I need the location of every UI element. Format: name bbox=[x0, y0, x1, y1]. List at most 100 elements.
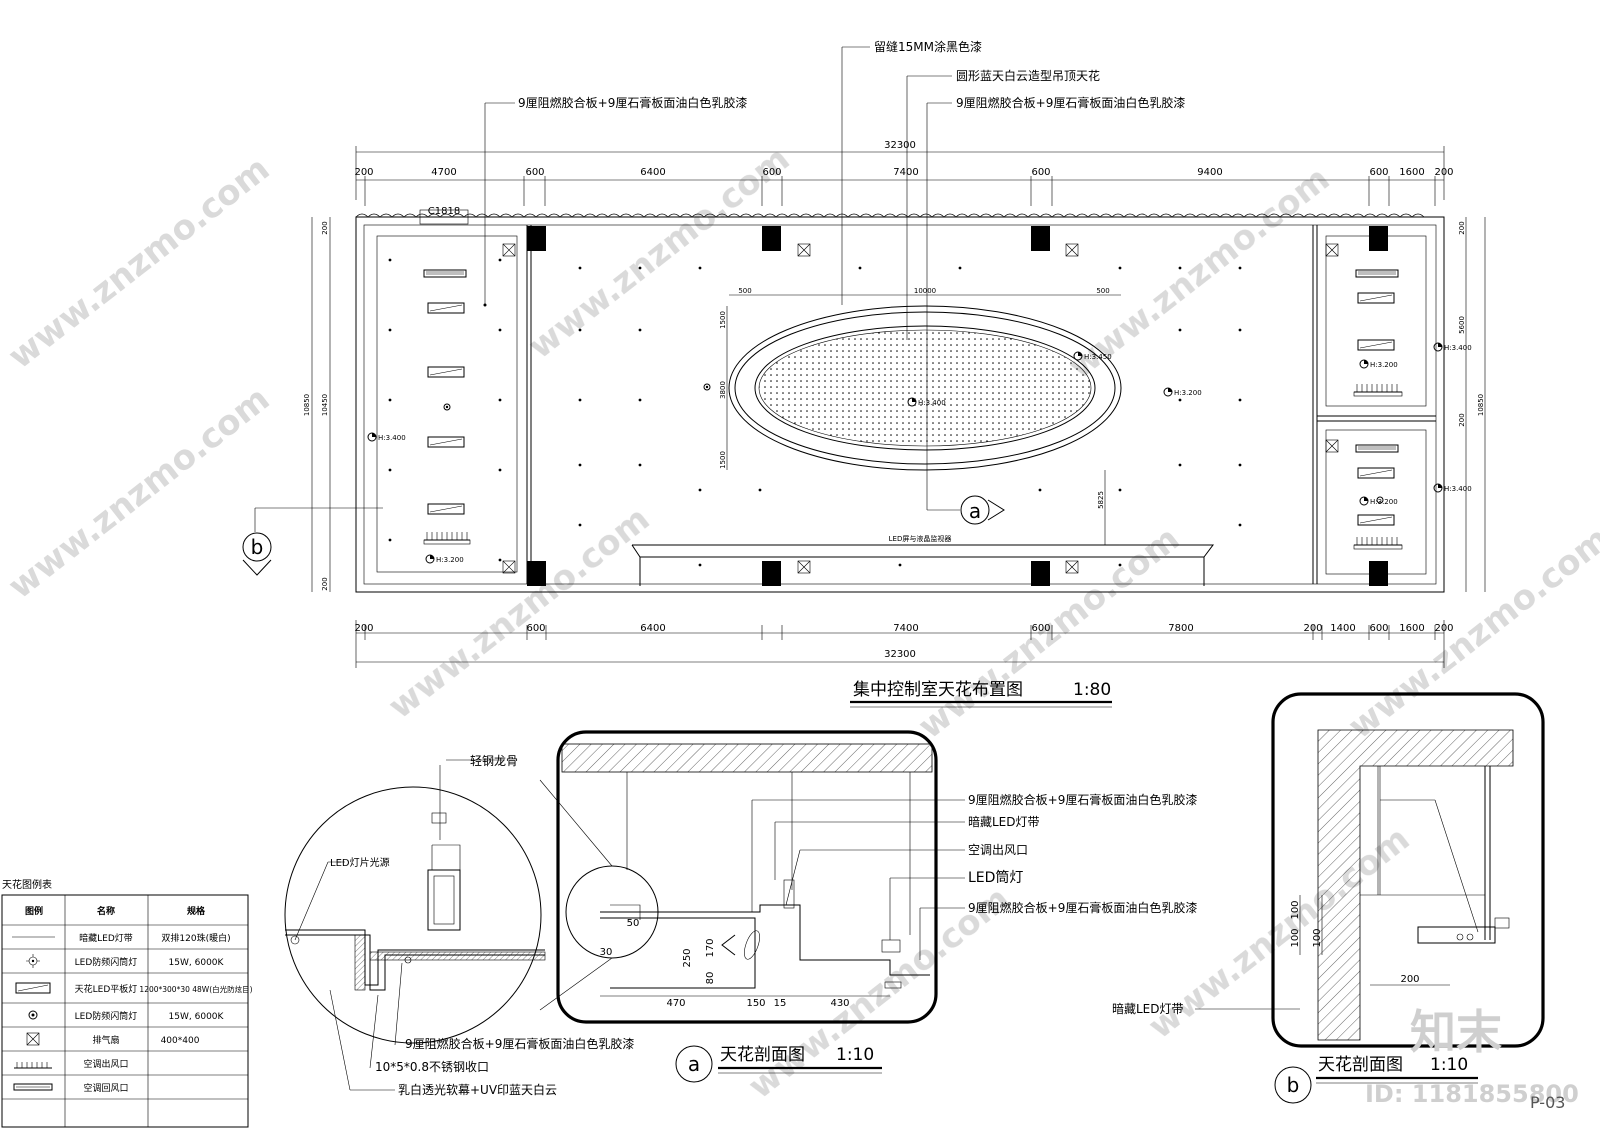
section-marker-b: b bbox=[242, 507, 383, 576]
section-marker-a: a bbox=[927, 495, 1005, 525]
ellipse-dim: 1500 bbox=[719, 311, 727, 329]
detail-label-led: LED灯片光源 bbox=[330, 856, 390, 869]
svg-text:空调出风口: 空调出风口 bbox=[968, 843, 1028, 857]
svg-text:暗藏LED灯带: 暗藏LED灯带 bbox=[968, 814, 1040, 829]
detail-label-board: 9厘阻燃胶合板+9厘石膏板面油白色乳胶漆 bbox=[405, 1036, 634, 1051]
svg-text:H:3.200: H:3.200 bbox=[1174, 389, 1202, 397]
svg-text:6400: 6400 bbox=[640, 623, 665, 634]
svg-text:50: 50 bbox=[627, 918, 640, 929]
callout-gap-paint: 留缝15MM涂黑色漆 bbox=[874, 39, 982, 54]
section-a-bubble: a bbox=[688, 1052, 700, 1076]
svg-text:5600: 5600 bbox=[1458, 316, 1466, 334]
svg-text:200: 200 bbox=[1458, 413, 1466, 426]
legend-name: 空调出风口 bbox=[83, 1058, 128, 1070]
ellipse-dim: 500 bbox=[738, 287, 751, 295]
callout-board-left: 9厘阻燃胶合板+9厘石膏板面油白色乳胶漆 bbox=[518, 95, 747, 110]
detail-label-trim: 10*5*0.8不锈钢收口 bbox=[375, 1060, 489, 1074]
svg-text:470: 470 bbox=[666, 998, 685, 1009]
column bbox=[1369, 226, 1388, 251]
svg-text:7800: 7800 bbox=[1168, 623, 1193, 634]
exhaust-fan-icon bbox=[26, 1032, 40, 1046]
dim-top: 200 bbox=[354, 167, 373, 178]
plan-title: 集中控制室天花布置图 bbox=[853, 680, 1023, 700]
svg-text:H:3.400: H:3.400 bbox=[1444, 485, 1472, 493]
svg-text:b: b bbox=[251, 535, 264, 559]
total-width-bottom: 32300 bbox=[884, 649, 916, 660]
svg-text:100: 100 bbox=[1290, 928, 1301, 947]
ellipse-dim: 5825 bbox=[1097, 491, 1105, 509]
return-vent-icon bbox=[13, 1083, 53, 1091]
ceiling-plan: 32300 200 4700 600 6400 600 7400 600 940… bbox=[242, 39, 1486, 708]
legend-title: 天花图例表 bbox=[2, 878, 52, 891]
column bbox=[527, 561, 546, 586]
ellipse-dim: 1500 bbox=[719, 451, 727, 469]
downlight-icon bbox=[26, 954, 40, 968]
legend-name: 排气扇 bbox=[92, 1034, 119, 1046]
callout-sky-ceiling: 圆形蓝天白云造型吊顶天花 bbox=[956, 68, 1100, 83]
section-b-scale: 1:10 bbox=[1430, 1055, 1468, 1075]
svg-text:10450: 10450 bbox=[321, 394, 329, 416]
svg-text:80: 80 bbox=[705, 972, 716, 985]
svg-text:100: 100 bbox=[1312, 928, 1323, 947]
legend-name: 天花LED平板灯 bbox=[75, 983, 138, 995]
detail-label-fabric: 乳白透光软幕+UV印蓝天白云 bbox=[398, 1082, 557, 1097]
dim-top: 7400 bbox=[893, 167, 918, 178]
svg-text:LED筒灯: LED筒灯 bbox=[968, 869, 1023, 886]
svg-text:600: 600 bbox=[1369, 623, 1388, 634]
svg-text:H:3.400: H:3.400 bbox=[378, 434, 406, 442]
ellipse-dim: 500 bbox=[1096, 287, 1109, 295]
supply-vent-icon bbox=[14, 1062, 52, 1069]
legend-header: 图例 bbox=[25, 905, 43, 917]
top-dimensions: 200 4700 600 6400 600 7400 600 9400 600 … bbox=[354, 167, 1454, 206]
legend-name: 暗藏LED灯带 bbox=[79, 932, 133, 944]
svg-text:H:3.450: H:3.450 bbox=[1084, 353, 1112, 361]
svg-text:H:3.200: H:3.200 bbox=[1370, 498, 1398, 506]
oval-feature-ceiling: 500 10000 500 1500 3800 1500 5825 bbox=[719, 287, 1122, 545]
svg-text:200: 200 bbox=[1434, 623, 1453, 634]
led-screen-wall: LED屏与液晶监视器 bbox=[631, 534, 1214, 586]
legend-spec: 15W, 6000K bbox=[169, 958, 225, 968]
watermark-text: www.znzmo.com bbox=[1, 149, 277, 377]
svg-text:150: 150 bbox=[746, 998, 765, 1009]
dim-top: 600 bbox=[1031, 167, 1050, 178]
svg-text:H:3.200: H:3.200 bbox=[436, 556, 464, 564]
svg-text:200: 200 bbox=[354, 623, 373, 634]
svg-text:200: 200 bbox=[321, 221, 329, 234]
dim-top: 4700 bbox=[431, 167, 456, 178]
svg-text:30: 30 bbox=[600, 947, 613, 958]
svg-text:9厘阻燃胶合板+9厘石膏板面油白色乳胶漆: 9厘阻燃胶合板+9厘石膏板面油白色乳胶漆 bbox=[968, 900, 1197, 915]
svg-text:10850: 10850 bbox=[303, 394, 311, 416]
svg-text:1600: 1600 bbox=[1399, 623, 1424, 634]
magnified-detail: 轻钢龙骨 LED灯片光源 9厘阻燃胶合板+9厘石膏板面油白色乳胶漆 10*5*0… bbox=[284, 754, 634, 1097]
column bbox=[1031, 226, 1050, 251]
side-dimensions: 200 10450 200 10850 200 5600 200 10850 bbox=[303, 217, 1486, 592]
callouts: 留缝15MM涂黑色漆 圆形蓝天白云造型吊顶天花 9厘阻燃胶合板+9厘石膏板面油白… bbox=[483, 39, 1185, 510]
window-tag: C1818 bbox=[428, 206, 460, 217]
downlight-icon bbox=[388, 258, 1242, 567]
return-vent-icon bbox=[423, 269, 1399, 453]
led-panel-icon bbox=[15, 982, 51, 994]
legend-name: LED防频闪筒灯 bbox=[75, 1010, 138, 1022]
legend-spec: 双排120珠(暖白) bbox=[161, 932, 230, 944]
led-panel-icon bbox=[427, 292, 1395, 526]
legend-name: LED防频闪筒灯 bbox=[75, 956, 138, 968]
dim-top: 600 bbox=[525, 167, 544, 178]
svg-text:7400: 7400 bbox=[893, 623, 918, 634]
section-b-title: 天花剖面图 bbox=[1318, 1055, 1403, 1075]
supply-vent-icon bbox=[423, 384, 1403, 550]
svg-text:200: 200 bbox=[1458, 221, 1466, 234]
legend-name: 空调回风口 bbox=[83, 1082, 128, 1094]
dim-top: 1600 bbox=[1399, 167, 1424, 178]
ellipse-dim: 10000 bbox=[914, 287, 936, 295]
svg-text:H:3.400: H:3.400 bbox=[918, 399, 946, 407]
watermark-text: www.znzmo.com bbox=[1, 379, 277, 607]
svg-text:600: 600 bbox=[526, 623, 545, 634]
column bbox=[762, 226, 781, 251]
svg-text:170: 170 bbox=[705, 938, 716, 957]
watermark-text: www.znzmo.com bbox=[381, 499, 657, 727]
dim-top: 200 bbox=[1434, 167, 1453, 178]
exhaust-fan-icon bbox=[502, 243, 1339, 574]
svg-text:9厘阻燃胶合板+9厘石膏板面油白色乳胶漆: 9厘阻燃胶合板+9厘石膏板面油白色乳胶漆 bbox=[968, 792, 1197, 807]
dim-top: 600 bbox=[762, 167, 781, 178]
